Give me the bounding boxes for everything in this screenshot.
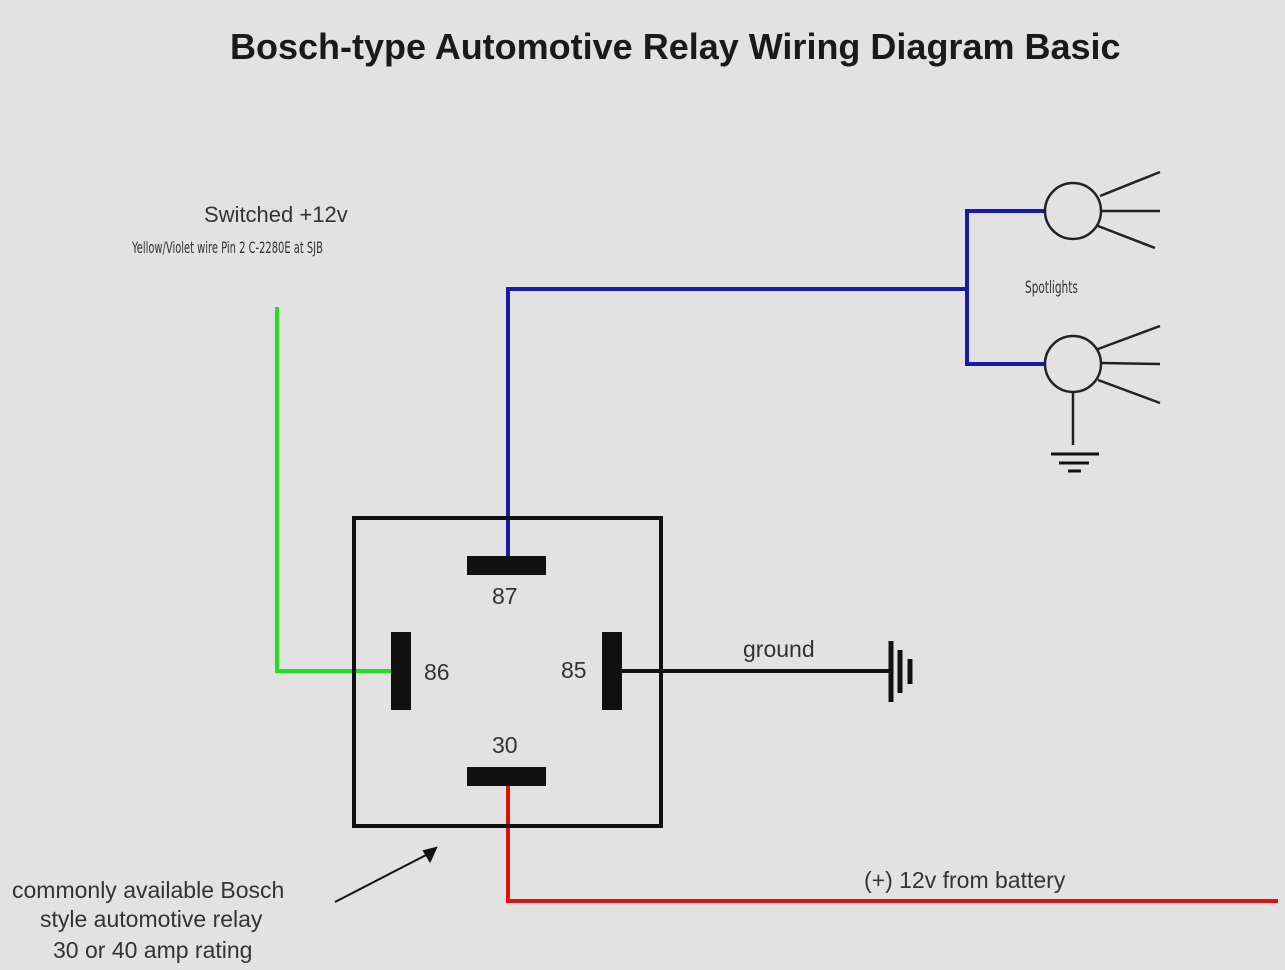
relay-body — [352, 516, 663, 828]
load-wire-87 — [506, 287, 967, 557]
ground-symbol-icon — [888, 641, 913, 702]
spotlight-bottom-icon — [1043, 324, 1161, 445]
pin-86-terminal — [391, 632, 411, 710]
spotlights-label: Spotlights — [1025, 278, 1078, 298]
pin-86-label: 86 — [424, 659, 450, 685]
pin-30-terminal — [467, 767, 546, 786]
relay-caption-line-1: commonly available Bosch — [12, 877, 285, 903]
page-title: Bosch-type Automotive Relay Wiring Diagr… — [230, 26, 1121, 67]
spotlight-top-icon — [1043, 170, 1161, 250]
battery-label: (+) 12v from battery — [864, 867, 1066, 893]
battery-wire — [506, 785, 1278, 903]
spotlight-feed-wire — [965, 209, 1045, 366]
spotlight-ground-icon — [1051, 452, 1099, 473]
relay-caption-line-3: 30 or 40 amp rating — [53, 937, 253, 963]
switched-wire-note: Yellow/Violet wire Pin 2 C-2280E at SJB — [132, 238, 323, 257]
pin-85-label: 85 — [561, 657, 587, 683]
relay-caption-line-2: style automotive relay — [40, 906, 263, 932]
pin-30-label: 30 — [492, 732, 518, 758]
switched-12v-label: Switched +12v — [204, 202, 348, 227]
pin-87-terminal — [467, 556, 546, 575]
ground-label: ground — [743, 636, 815, 662]
switched-12v-wire — [275, 307, 395, 673]
pin-85-terminal — [602, 632, 622, 710]
pin-87-label: 87 — [492, 583, 518, 609]
caption-arrow-icon — [334, 846, 438, 903]
